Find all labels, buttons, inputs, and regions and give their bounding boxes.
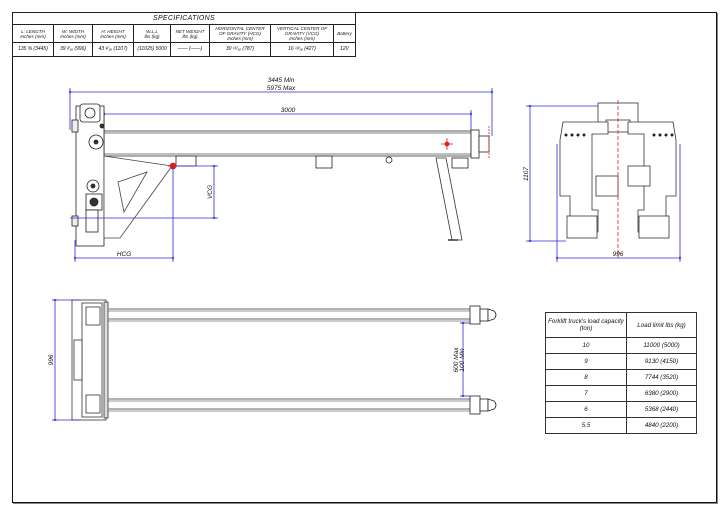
spacing-max-label: 600 Max bbox=[453, 347, 460, 373]
spec-value-battery: 12V bbox=[333, 42, 356, 57]
spacing-min-label: 100 Min bbox=[459, 348, 466, 372]
spec-value-hcg: 30 ¹⁵⁄₁₆ (787) bbox=[209, 42, 271, 57]
overall-min-label: 3445 Min bbox=[268, 77, 295, 84]
beam-clamps bbox=[175, 155, 469, 169]
top-width-label: 996 bbox=[48, 354, 55, 365]
capacity-cell: 7 bbox=[545, 385, 627, 402]
fork-end bbox=[470, 126, 490, 159]
end-view-bolts bbox=[564, 133, 674, 137]
main-beam bbox=[103, 130, 472, 157]
limit-cell: 6380 (2900) bbox=[626, 385, 697, 402]
limit-cell: 5368 (2440) bbox=[626, 401, 697, 418]
side-view: 3445 Min 5975 Max 3000 bbox=[69, 77, 493, 262]
drawing-frame bbox=[12, 12, 717, 503]
capacity-cell: 10 bbox=[545, 337, 627, 354]
spec-value-row: 135 ⅝ (3445) 39 ³⁄₁₆ (996) 43 ⁹⁄₁₆ (1107… bbox=[12, 42, 356, 57]
limit-cell: 11000 (5000) bbox=[626, 337, 697, 354]
spec-header-battery: Battery bbox=[333, 24, 356, 43]
spec-value-height: 43 ⁹⁄₁₆ (1107) bbox=[92, 42, 134, 57]
overall-max-label: 5975 Max bbox=[267, 85, 296, 92]
limit-cell: 9130 (4150) bbox=[626, 353, 697, 370]
vcg-dimension bbox=[70, 165, 218, 219]
top-view: 996 600 Max 100 Min bbox=[48, 299, 497, 421]
top-width-dimension bbox=[52, 299, 80, 421]
end-view: 1107 996 bbox=[523, 100, 681, 262]
support-leg bbox=[435, 157, 463, 241]
hcg-dimension bbox=[74, 166, 174, 262]
capacity-cell: 6 bbox=[545, 401, 627, 418]
hcg-label: HCG bbox=[117, 251, 131, 258]
overall-length-dimension bbox=[69, 88, 493, 136]
end-width-dimension bbox=[556, 144, 681, 262]
support-bracket bbox=[103, 155, 173, 239]
capacity-cell: 9 bbox=[545, 353, 627, 370]
vcg-label: VCG bbox=[207, 185, 214, 199]
fork-rod-upper bbox=[108, 308, 470, 322]
spec-value-width: 39 ³⁄₁₆ (996) bbox=[53, 42, 93, 57]
limit-cell: 7744 (3520) bbox=[626, 369, 697, 386]
capacity-cell: 5.5 bbox=[545, 417, 627, 434]
capacity-cell: 8 bbox=[545, 369, 627, 386]
fork-length-label: 3000 bbox=[281, 107, 296, 114]
load-header-capacity: Forklift truck's load capacity (ton) bbox=[545, 312, 627, 338]
top-view-mast bbox=[71, 299, 109, 421]
fork-spacing-dimension bbox=[460, 322, 470, 397]
limit-cell: 4840 (2200) bbox=[626, 417, 697, 434]
load-capacity-table: Forklift truck's load capacity (ton) Loa… bbox=[545, 312, 697, 434]
mast-body bbox=[71, 103, 105, 247]
load-table-header: Forklift truck's load capacity (ton) Loa… bbox=[545, 312, 697, 338]
load-header-limit: Load limit lbs (kg) bbox=[626, 312, 697, 338]
end-height-dimension bbox=[526, 105, 598, 242]
fork-rod-lower bbox=[108, 398, 470, 412]
fork-tips bbox=[469, 305, 497, 415]
end-width-label: 996 bbox=[613, 251, 624, 258]
end-height-label: 1107 bbox=[523, 167, 530, 181]
